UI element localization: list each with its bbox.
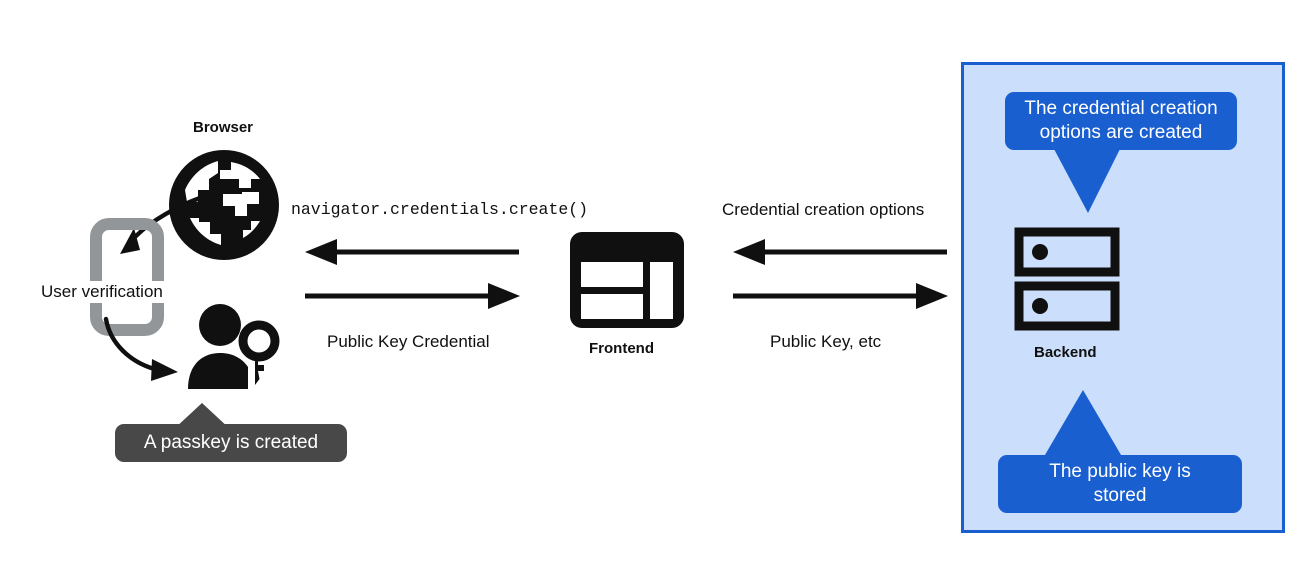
phone-to-user-arrow <box>103 316 178 381</box>
bottom-callout-tail <box>1042 390 1124 460</box>
callout-line-2: options are created <box>1039 122 1203 143</box>
callout-line-2: stored <box>1093 485 1147 506</box>
smartphone-icon <box>90 218 164 336</box>
callout-line-1: The credential creation <box>1024 97 1218 119</box>
frontend-label: Frontend <box>589 340 654 357</box>
passkey-tooltip-tail <box>174 403 230 429</box>
public-key-stored-callout: The public key is stored <box>998 455 1242 513</box>
user-verification-label: User verification <box>38 281 166 304</box>
browser-to-phone-arrow <box>120 195 203 254</box>
backend-label: Backend <box>1034 344 1097 361</box>
credential-creation-options-label: Credential creation options <box>722 200 925 219</box>
backend-to-frontend-arrow <box>733 239 947 265</box>
frontend-icon <box>570 232 684 328</box>
callout-line-1: The public key is <box>1049 460 1191 482</box>
globe-icon <box>169 150 279 260</box>
passkey-created-tooltip: A passkey is created <box>115 424 347 462</box>
navigator-create-label: navigator.credentials.create() <box>291 200 589 219</box>
public-key-credential-label: Public Key Credential <box>327 332 490 351</box>
server-rack-icon <box>1014 227 1120 331</box>
credential-options-created-callout: The credential creation options are crea… <box>1005 92 1237 150</box>
user-with-key-icon <box>188 304 280 389</box>
frontend-to-browser-arrow <box>305 239 519 265</box>
top-callout-tail <box>1054 149 1120 213</box>
frontend-to-backend-arrow <box>733 283 948 309</box>
public-key-etc-label: Public Key, etc <box>770 332 882 351</box>
browser-label: Browser <box>193 119 254 136</box>
browser-to-frontend-arrow <box>305 283 520 309</box>
